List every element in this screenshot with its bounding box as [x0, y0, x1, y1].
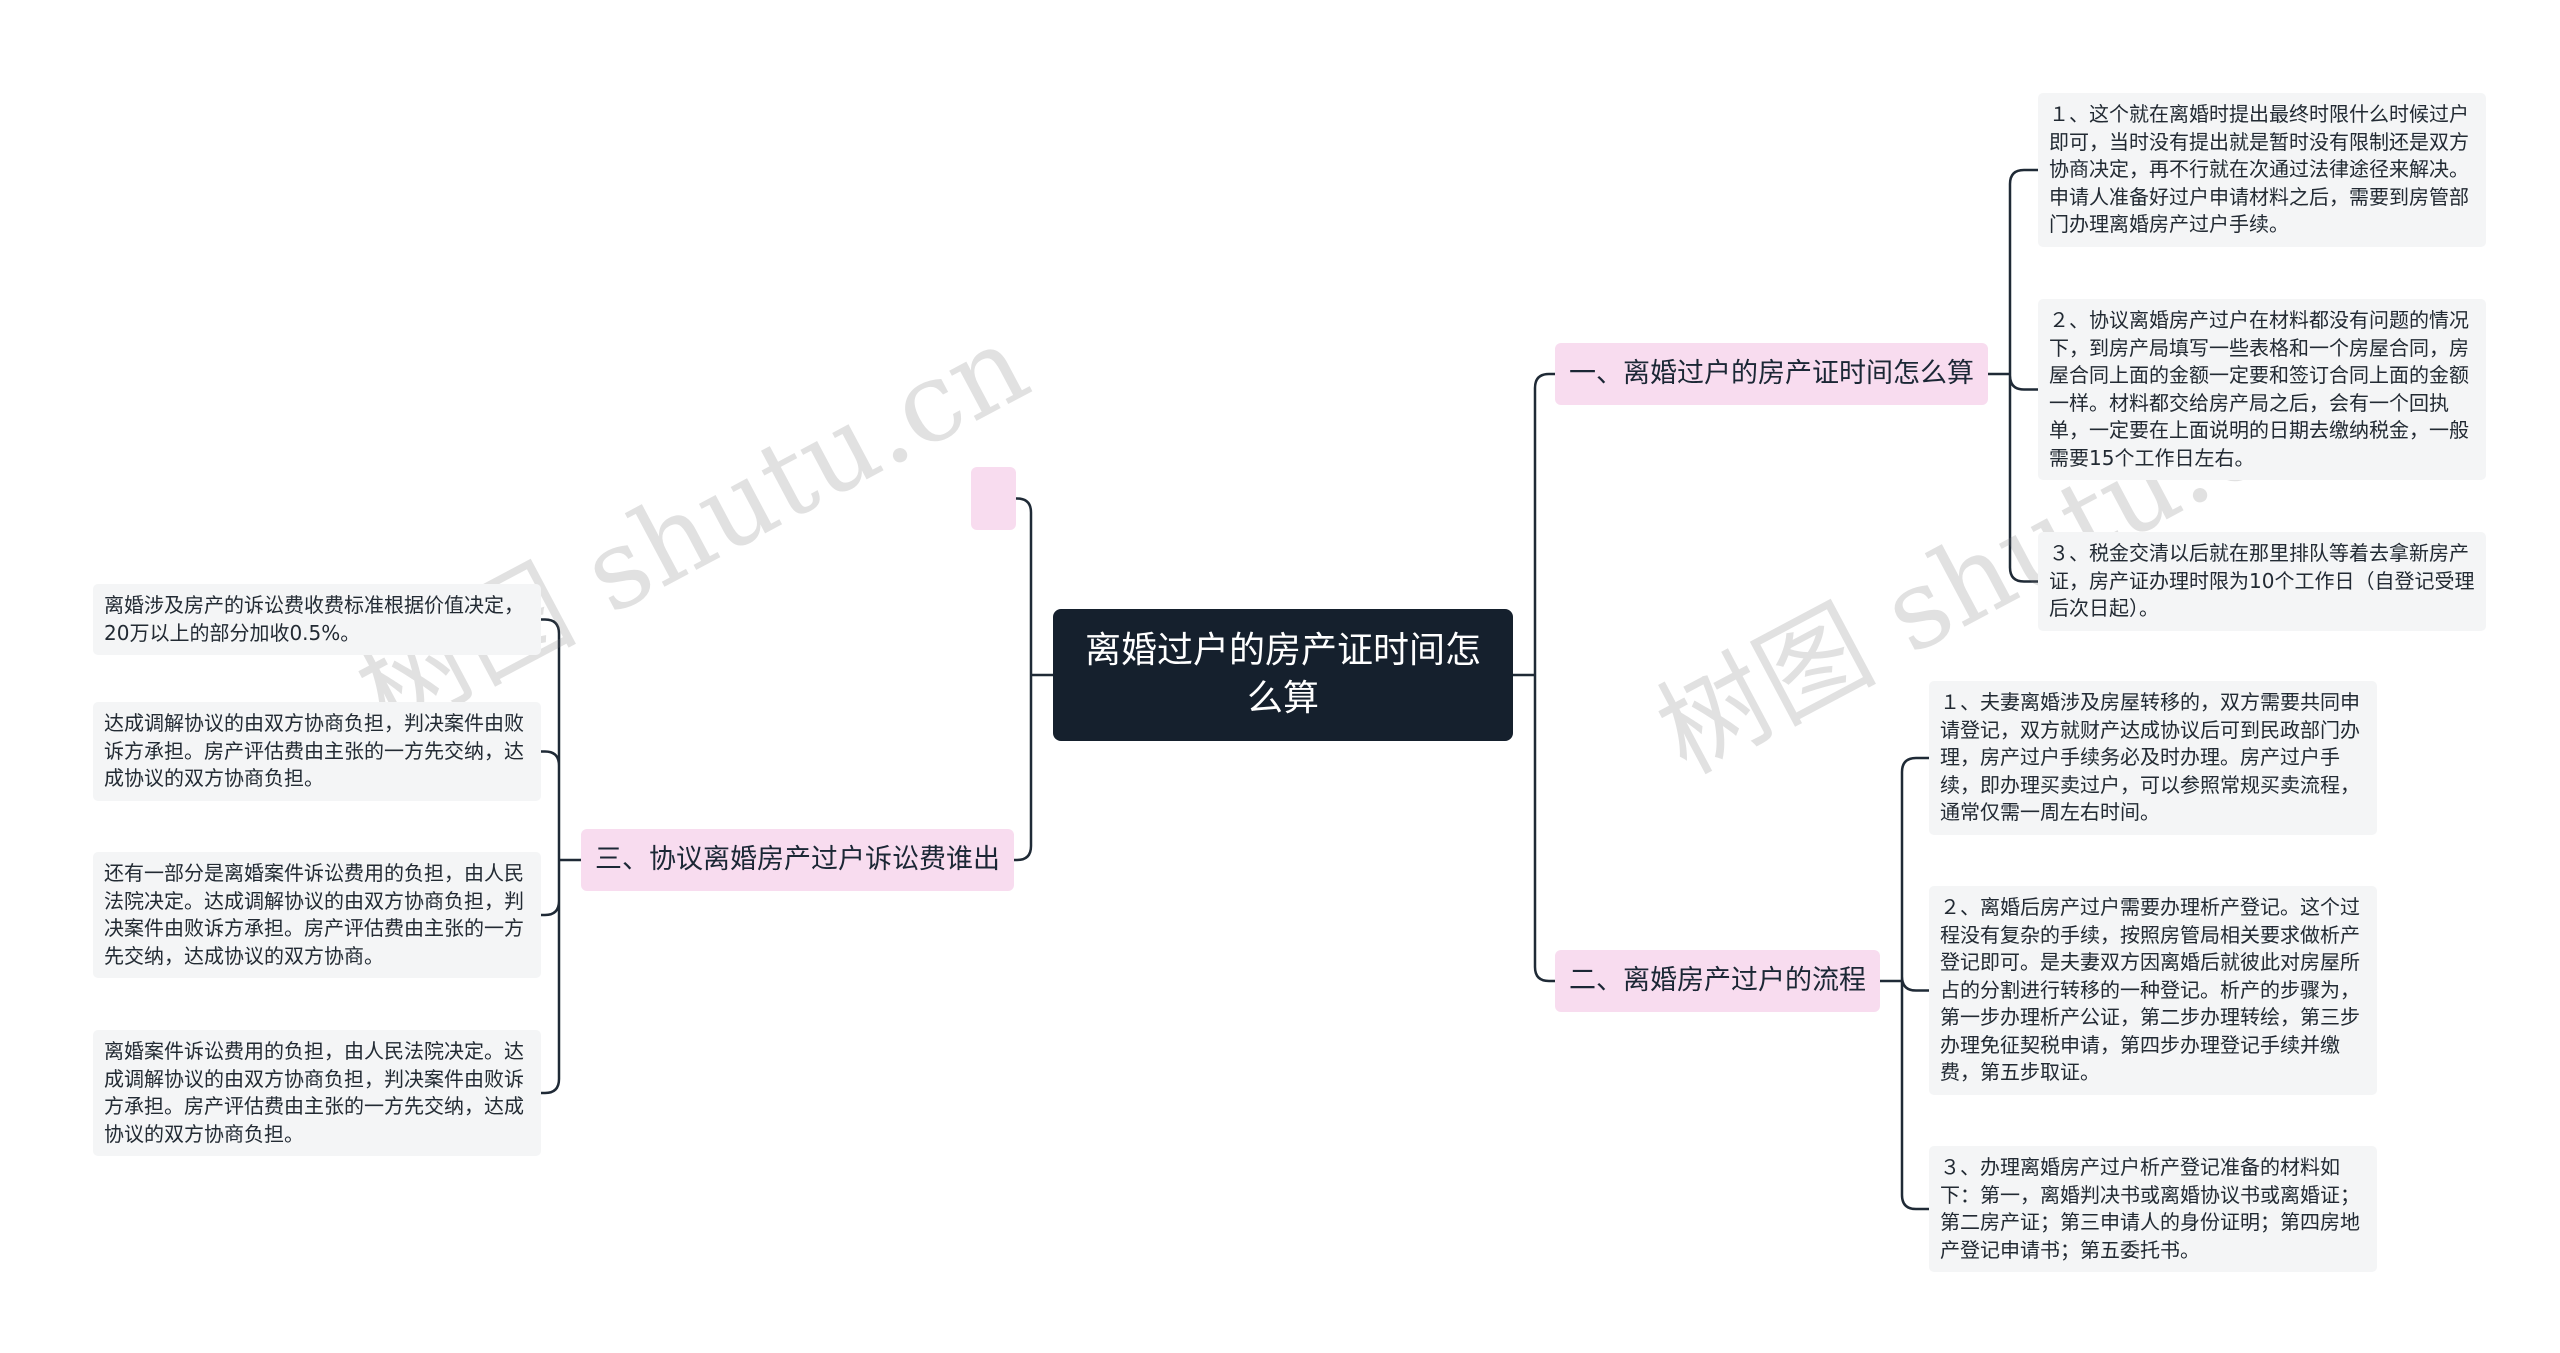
- connector-branch-topic-2: [1880, 756, 1929, 1211]
- leaf-topic-1-1[interactable]: １、这个就在离婚时提出最终时限什么时候过户即可，当时没有提出就是暂时没有限制还是…: [2038, 93, 2486, 247]
- branch-topic-2[interactable]: 二、离婚房产过户的流程: [1555, 950, 1880, 1012]
- leaf-topic-3-4[interactable]: 离婚案件诉讼费用的负担，由人民法院决定。达成调解协议的由双方协商负担，判决案件由…: [93, 1030, 541, 1156]
- empty-topic[interactable]: [971, 467, 1016, 530]
- branch-topic-1[interactable]: 一、离婚过户的房产证时间怎么算: [1555, 343, 1988, 405]
- leaf-topic-2-3[interactable]: ３、办理离婚房产过户析产登记准备的材料如下：第一，离婚判决书或离婚协议书或离婚证…: [1929, 1146, 2377, 1272]
- leaf-topic-1-3[interactable]: ３、税金交清以后就在那里排队等着去拿新房产证，房产证办理时限为10个工作日（自登…: [2038, 532, 2486, 631]
- leaf-topic-3-1[interactable]: 离婚涉及房产的诉讼费收费标准根据价值决定，20万以上的部分加收0.5%。: [93, 584, 541, 655]
- root-topic-label: 离婚过户的房产证时间怎么算: [1084, 630, 1481, 719]
- leaf-topic-2-1[interactable]: １、夫妻离婚涉及房屋转移的，双方需要共同申请登记，双方就财产达成协议后可到民政部…: [1929, 681, 2377, 835]
- connector-root-topic: [1513, 372, 1555, 983]
- connector-root-topic: [1014, 497, 1053, 862]
- root-topic[interactable]: 离婚过户的房产证时间怎么算: [1053, 609, 1513, 741]
- leaf-topic-2-2[interactable]: ２、离婚后房产过户需要办理析产登记。这个过程没有复杂的手续，按照房管局相关要求做…: [1929, 886, 2377, 1095]
- connector-branch-topic-3: [541, 618, 581, 1095]
- connector-branch-topic-1: [1988, 168, 2038, 583]
- leaf-topic-1-2[interactable]: ２、协议离婚房产过户在材料都没有问题的情况下，到房产局填写一些表格和一个房屋合同…: [2038, 299, 2486, 480]
- branch-topic-3[interactable]: 三、协议离婚房产过户诉讼费谁出: [581, 829, 1014, 891]
- leaf-topic-3-3[interactable]: 还有一部分是离婚案件诉讼费用的负担，由人民法院决定。达成调解协议的由双方协商负担…: [93, 852, 541, 978]
- leaf-topic-3-2[interactable]: 达成调解协议的由双方协商负担，判决案件由败诉方承担。房产评估费由主张的一方先交纳…: [93, 702, 541, 801]
